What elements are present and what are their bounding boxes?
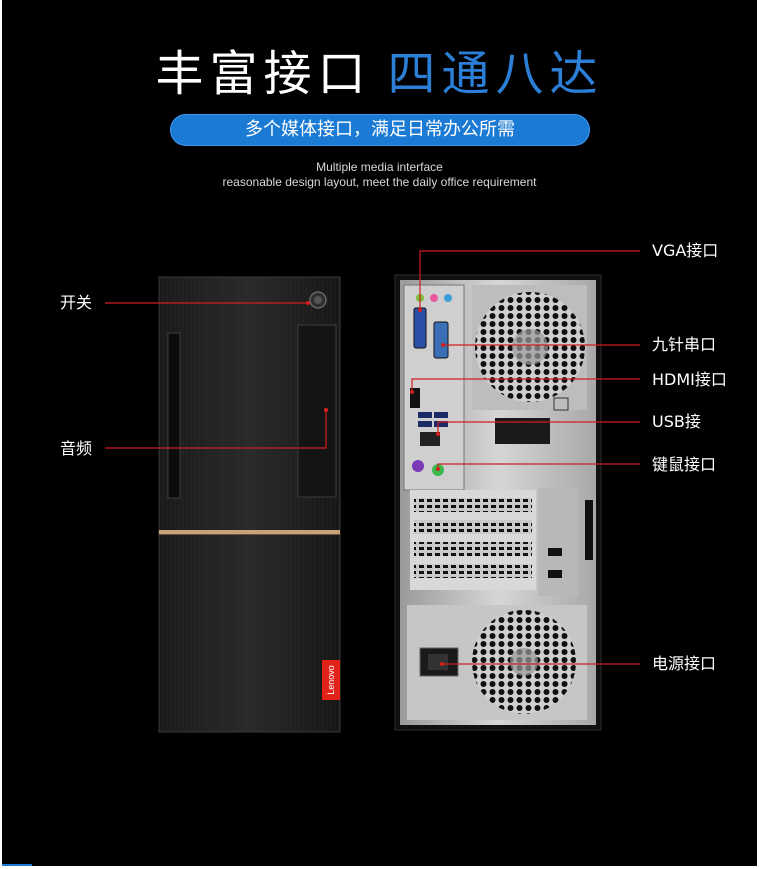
usb-label: USB接 [652,412,701,431]
title-main: 丰富接口 [155,46,372,102]
callout-dots [306,301,445,666]
lenovo-logo: Lenovo [322,660,340,700]
callout-lines [105,250,640,665]
subtitle-line-1: Multiple media interface [316,160,443,174]
audio-label: 音频 [60,439,93,458]
lenovo-logo-text: Lenovo [326,665,336,695]
rear-tower [394,274,602,731]
tagline-text: 多个媒体接口，满足日常办公所需 [245,119,515,140]
front-tower [158,276,341,733]
vga-label: VGA接口 [652,241,719,260]
tagline-pill: 多个媒体接口，满足日常办公所需 [170,114,590,146]
page-title: 丰富接口四通八达 [2,44,757,104]
title-accent: 四通八达 [387,46,604,102]
power-inlet-label: 电源接口 [652,654,717,673]
hdmi-label: HDMI接口 [652,370,727,389]
subtitle-line-2: reasonable design layout, meet the daily… [222,175,537,189]
footer-accent-bar [2,864,32,866]
ps2-label: 键鼠接口 [652,455,717,474]
power-switch-label: 开关 [60,293,93,312]
english-subtitle: Multiple media interface reasonable desi… [2,160,757,190]
serial-port-label: 九针串口 [652,335,717,354]
